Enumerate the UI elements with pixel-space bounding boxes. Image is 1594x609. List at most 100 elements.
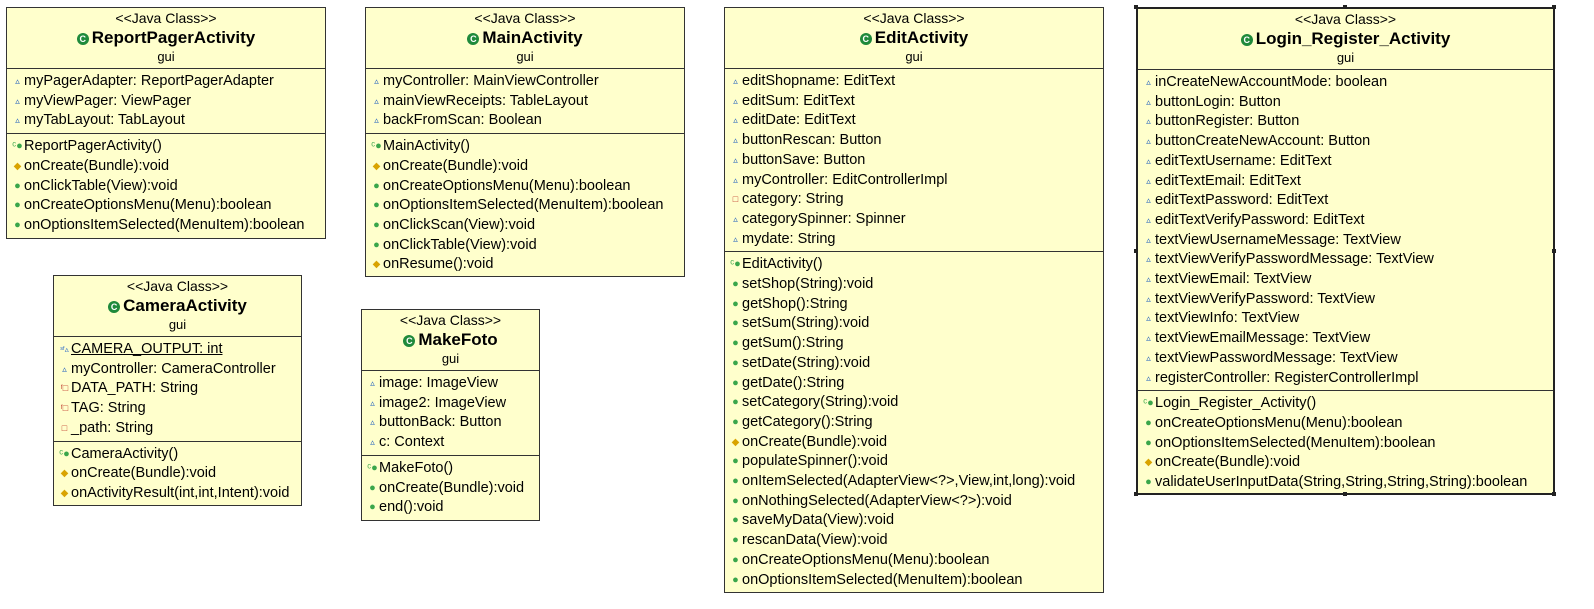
selection-handle[interactable] — [1552, 5, 1556, 9]
class-member[interactable]: ●populateSpinner():void — [725, 452, 1103, 472]
class-member[interactable]: ▵mydate: String — [725, 230, 1103, 250]
class-member[interactable]: ▵textViewEmailMessage: TextView — [1138, 329, 1553, 349]
class-member[interactable]: ▵editTextVerifyPassword: EditText — [1138, 211, 1553, 231]
class-member[interactable]: ▵c: Context — [362, 433, 539, 453]
class-member[interactable]: ●setShop(String):void — [725, 275, 1103, 295]
class-member[interactable]: ●getDate():String — [725, 374, 1103, 394]
package-visibility-icon: ▵ — [733, 95, 738, 106]
class-member[interactable]: ●onCreateOptionsMenu(Menu):boolean — [725, 551, 1103, 571]
class-name-text: Login_Register_Activity — [1255, 29, 1451, 48]
class-member[interactable]: ▵myController: CameraController — [54, 360, 301, 380]
class-member[interactable]: ▵textViewInfo: TextView — [1138, 309, 1553, 329]
class-member[interactable]: ●onNothingSelected(AdapterView<?>):void — [725, 492, 1103, 512]
class-member[interactable]: ▵buttonCreateNewAccount: Button — [1138, 132, 1553, 152]
class-member[interactable]: ᶜ●EditActivity() — [725, 255, 1103, 275]
class-member[interactable]: ▵mainViewReceipts: TableLayout — [366, 92, 684, 112]
class-member[interactable]: ●onClickScan(View):void — [366, 216, 684, 236]
class-member[interactable]: ▵registerController: RegisterControllerI… — [1138, 369, 1553, 389]
package-visibility-icon: ▵ — [1146, 293, 1151, 304]
class-member[interactable]: □category: String — [725, 190, 1103, 210]
selection-handle[interactable] — [1134, 249, 1138, 253]
class-member[interactable]: ◆onResume():void — [366, 255, 684, 275]
class-member[interactable]: ◆onCreate(Bundle):void — [725, 433, 1103, 453]
class-member[interactable]: ●onCreate(Bundle):void — [362, 479, 539, 499]
class-member[interactable]: ●validateUserInputData(String,String,Str… — [1138, 473, 1553, 493]
class-member[interactable]: ▵textViewVerifyPassword: TextView — [1138, 290, 1553, 310]
class-member[interactable]: ●setSum(String):void — [725, 314, 1103, 334]
selection-handle[interactable] — [1134, 492, 1138, 496]
class-member[interactable]: ▵editTextUsername: EditText — [1138, 152, 1553, 172]
class-member[interactable]: ●onOptionsItemSelected(MenuItem):boolean — [7, 216, 325, 236]
class-member[interactable]: ●onClickTable(View):void — [366, 236, 684, 256]
class-member[interactable]: ᶜ●MakeFoto() — [362, 459, 539, 479]
selection-handle[interactable] — [1343, 5, 1347, 9]
class-member[interactable]: ▵myController: EditControllerImpl — [725, 171, 1103, 191]
class-member[interactable]: ◆onCreate(Bundle):void — [54, 464, 301, 484]
class-member[interactable]: ▵buttonLogin: Button — [1138, 93, 1553, 113]
class-member[interactable]: ●getCategory():String — [725, 413, 1103, 433]
class-member[interactable]: ●onOptionsItemSelected(MenuItem):boolean — [1138, 434, 1553, 454]
attributes-section: ▵myController: MainViewController▵mainVi… — [366, 69, 684, 135]
class-member[interactable]: ◆onCreate(Bundle):void — [1138, 453, 1553, 473]
class-member[interactable]: ▵textViewUsernameMessage: TextView — [1138, 231, 1553, 251]
class-member[interactable]: ●end():void — [362, 498, 539, 518]
class-member[interactable]: ˢᶠ▵CAMERA_OUTPUT: int — [54, 340, 301, 360]
class-member[interactable]: ▵editDate: EditText — [725, 111, 1103, 131]
class-member[interactable]: □_path: String — [54, 419, 301, 439]
class-member[interactable]: ●onItemSelected(AdapterView<?>,View,int,… — [725, 472, 1103, 492]
class-member[interactable]: ▵buttonSave: Button — [725, 151, 1103, 171]
member-label: textViewEmailMessage: TextView — [1155, 330, 1371, 347]
class-member[interactable]: ●getSum():String — [725, 334, 1103, 354]
class-member[interactable]: ᶜ●ReportPagerActivity() — [7, 137, 325, 157]
class-member[interactable]: ◆onActivityResult(int,int,Intent):void — [54, 484, 301, 504]
selection-handle[interactable] — [1552, 249, 1556, 253]
class-member[interactable]: ▵image2: ImageView — [362, 394, 539, 414]
class-member[interactable]: ●onCreateOptionsMenu(Menu):boolean — [366, 177, 684, 197]
class-member[interactable]: ▵myPagerAdapter: ReportPagerAdapter — [7, 72, 325, 92]
class-member[interactable]: ▵buttonRescan: Button — [725, 131, 1103, 151]
selection-handle[interactable] — [1134, 5, 1138, 9]
public-method-icon: ● — [14, 218, 21, 231]
class-member[interactable]: ᶠ□DATA_PATH: String — [54, 379, 301, 399]
class-member[interactable]: ▵myViewPager: ViewPager — [7, 92, 325, 112]
class-member[interactable]: ▵buttonRegister: Button — [1138, 112, 1553, 132]
class-member[interactable]: ▵textViewVerifyPasswordMessage: TextView — [1138, 250, 1553, 270]
class-member[interactable]: ᶜ●CameraActivity() — [54, 445, 301, 465]
class-member[interactable]: ▵categorySpinner: Spinner — [725, 210, 1103, 230]
class-member[interactable]: ●getShop():String — [725, 295, 1103, 315]
class-member[interactable]: ▵image: ImageView — [362, 374, 539, 394]
class-member[interactable]: ◆onCreate(Bundle):void — [7, 157, 325, 177]
class-member[interactable]: ▵backFromScan: Boolean — [366, 111, 684, 131]
class-member[interactable]: ●onCreateOptionsMenu(Menu):boolean — [7, 196, 325, 216]
class-member[interactable]: ᶜ●Login_Register_Activity() — [1138, 394, 1553, 414]
class-member[interactable]: ◆onCreate(Bundle):void — [366, 157, 684, 177]
class-member[interactable]: ●saveMyData(View):void — [725, 511, 1103, 531]
class-member[interactable]: ●onOptionsItemSelected(MenuItem):boolean — [725, 571, 1103, 591]
class-member[interactable]: ▵textViewEmail: TextView — [1138, 270, 1553, 290]
class-member[interactable]: ●setDate(String):void — [725, 354, 1103, 374]
class-member[interactable]: ▵myController: MainViewController — [366, 72, 684, 92]
class-member[interactable]: ●onCreateOptionsMenu(Menu):boolean — [1138, 414, 1553, 434]
class-member[interactable]: ●onOptionsItemSelected(MenuItem):boolean — [366, 196, 684, 216]
class-member[interactable]: ▵editShopname: EditText — [725, 72, 1103, 92]
class-member[interactable]: ᶜ●MainActivity() — [366, 137, 684, 157]
class-member[interactable]: ▵editSum: EditText — [725, 92, 1103, 112]
class-member[interactable]: ▵inCreateNewAccountMode: boolean — [1138, 73, 1553, 93]
class-member[interactable]: ▵editTextPassword: EditText — [1138, 191, 1553, 211]
selection-handle[interactable] — [1343, 492, 1347, 496]
class-member[interactable]: ●setCategory(String):void — [725, 393, 1103, 413]
class-member[interactable]: ●rescanData(View):void — [725, 531, 1103, 551]
class-member[interactable]: ▵editTextEmail: EditText — [1138, 172, 1553, 192]
class-member[interactable]: ▵myTabLayout: TabLayout — [7, 111, 325, 131]
class-member[interactable]: ᶠ□TAG: String — [54, 399, 301, 419]
class-member[interactable]: ●onClickTable(View):void — [7, 177, 325, 197]
class-member[interactable]: ▵textViewPasswordMessage: TextView — [1138, 349, 1553, 369]
class-member[interactable]: ▵buttonBack: Button — [362, 413, 539, 433]
selection-handle[interactable] — [1552, 492, 1556, 496]
